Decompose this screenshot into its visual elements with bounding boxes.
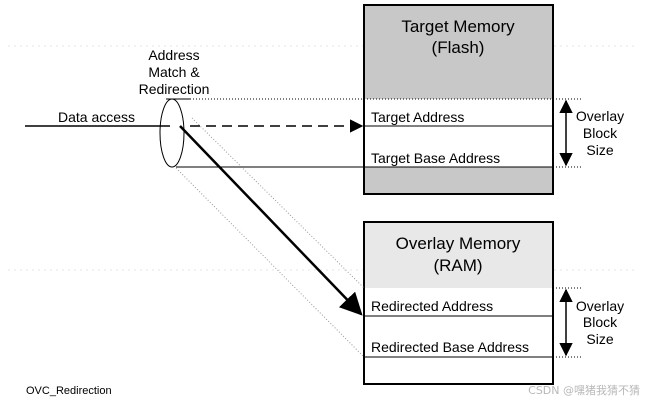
redirection-label-2: Match & [148,64,200,80]
redirection-label-3: Redirection [139,81,210,97]
overlay-memory-title-1: Overlay Memory [396,234,521,253]
overlay-size-label-top-1: Overlay [576,108,624,124]
overlay-block-size-bracket-top: Overlay Block Size [559,99,624,167]
target-memory-white-area [364,99,553,167]
overlay-size-label-bottom-2: Block [583,314,618,330]
redirected-address-label: Redirected Address [371,298,493,314]
watermark: CSDN @嘿猪我猜不猜 [528,384,640,397]
redirection-label-1: Address [148,47,199,63]
overlay-memory-outline [363,221,554,385]
overlay-size-label-bottom-1: Overlay [576,298,624,314]
target-memory-title-1: Target Memory [401,17,515,36]
redirected-base-address-label: Redirected Base Address [371,339,529,355]
overlay-block-size-bracket-bottom: Overlay Block Size [559,288,624,357]
redirection-cylinder [159,98,365,358]
size-guides [190,98,582,358]
overlay-memory-title-2: (RAM) [433,256,482,275]
figure-id: OVC_Redirection [26,385,112,397]
redirection-arrow [179,125,363,316]
overlay-size-label-top-3: Size [586,142,613,158]
overlay-memory-block: Overlay Memory (RAM) Redirected Address … [363,221,554,385]
data-access-label: Data access [58,109,135,125]
target-memory-title-2: (Flash) [432,38,485,57]
target-base-address-label: Target Base Address [371,150,500,166]
target-memory-block: Target Memory (Flash) Target Address Tar… [363,4,554,195]
overlay-memory-white-area [364,288,553,384]
overlay-size-label-top-2: Block [583,125,618,141]
target-memory-bottom [364,167,553,194]
target-address-label: Target Address [371,109,464,125]
target-memory-header [364,5,553,99]
overlay-memory-header [364,222,553,288]
overlay-size-label-bottom-3: Size [586,331,613,347]
